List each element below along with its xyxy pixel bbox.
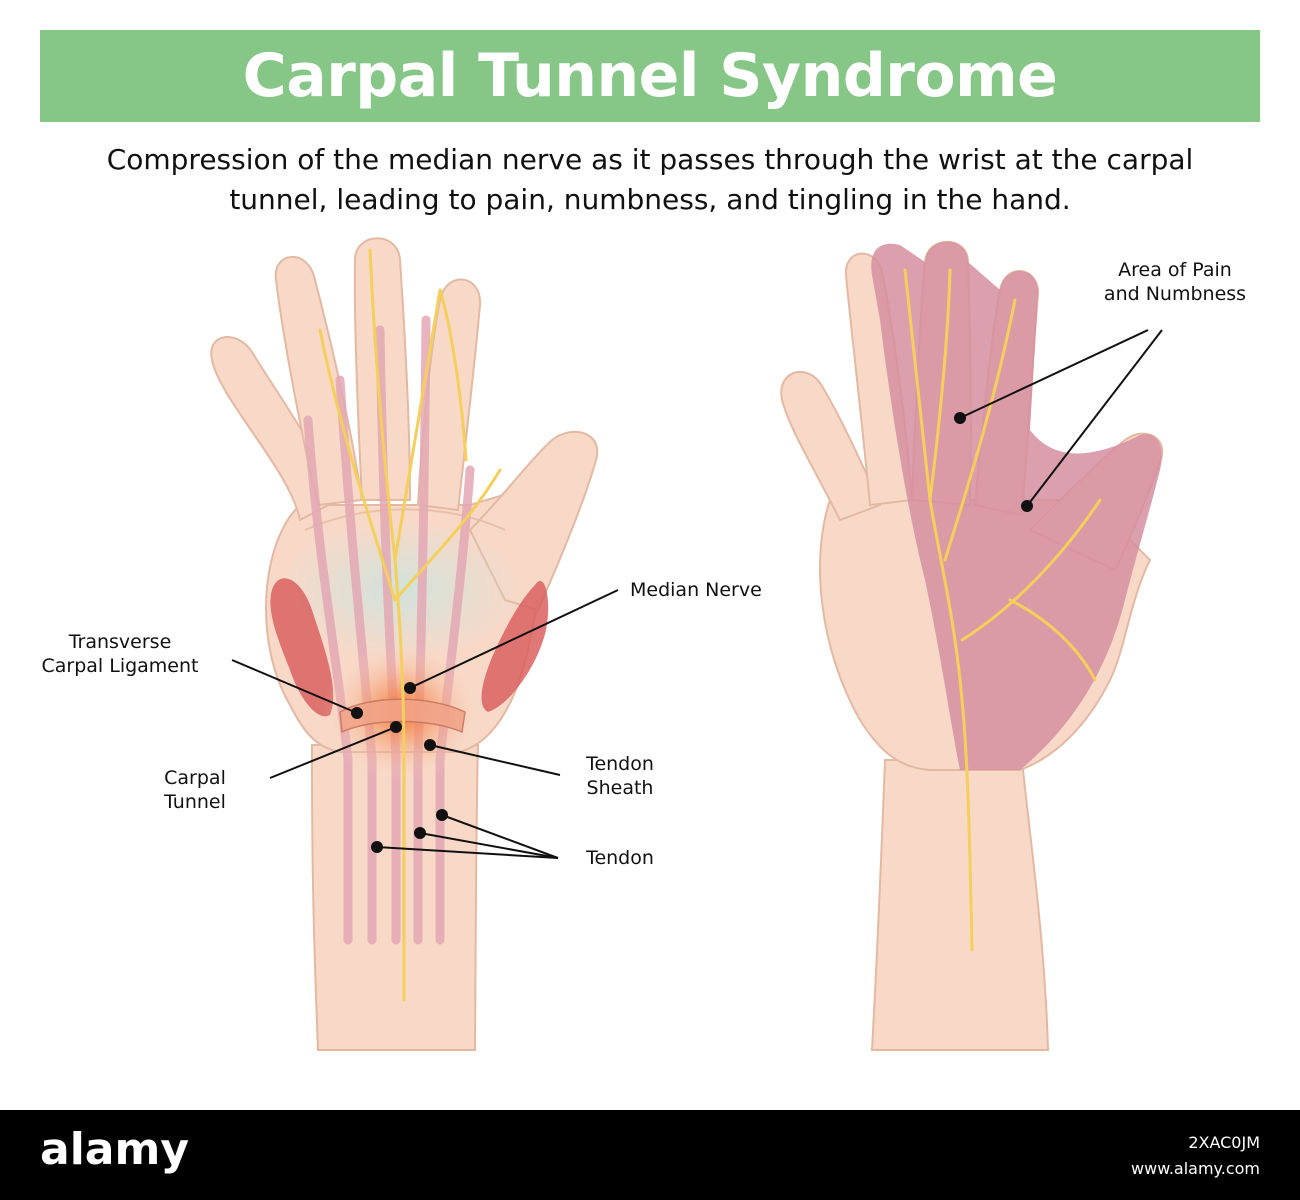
left-palm-crease <box>304 508 506 531</box>
label-carpal-tunnel: Carpal Tunnel <box>164 767 226 813</box>
right-forearm <box>870 759 1050 1051</box>
subtitle-line-2: tunnel, leading to pain, numbness, and t… <box>229 183 1071 216</box>
left-thenar-muscle <box>481 581 549 712</box>
left-median-nerve <box>318 248 502 1002</box>
left-hypothenar-muscle <box>270 578 334 717</box>
image-id: 2XAC0JM <box>1188 1133 1260 1152</box>
title-banner: Carpal Tunnel Syndrome <box>40 30 1260 122</box>
right-hand-pain <box>780 240 1164 1051</box>
subtitle: Compression of the median nerve as it pa… <box>50 140 1250 220</box>
label-tendon-sheath: Tendon Sheath <box>586 753 654 799</box>
site-url: www.alamy.com <box>1131 1159 1260 1178</box>
left-hand-anatomy <box>210 237 619 1051</box>
page-title: Carpal Tunnel Syndrome <box>242 41 1058 111</box>
left-leader-lines <box>231 589 619 859</box>
subtitle-line-1: Compression of the median nerve as it pa… <box>106 143 1194 176</box>
label-median-nerve: Median Nerve <box>630 579 762 601</box>
alamy-logo: alamy <box>40 1124 189 1175</box>
label-pain-area: Area of Pain and Numbness <box>1103 259 1247 305</box>
right-thumb <box>780 370 882 522</box>
label-tendon: Tendon <box>586 847 654 869</box>
label-transverse-ligament: Transverse Carpal Ligament <box>41 631 199 677</box>
footer-bar: alamy 2XAC0JM www.alamy.com <box>0 1110 1300 1200</box>
right-leader-lines <box>959 329 1163 507</box>
right-median-nerve <box>903 268 1102 952</box>
